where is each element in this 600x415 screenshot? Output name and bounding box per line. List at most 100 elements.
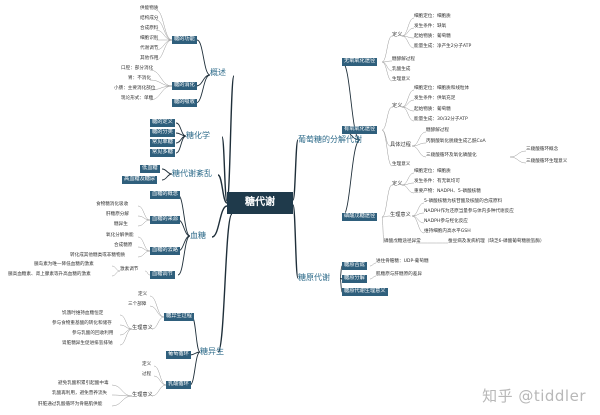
glycogen-item[interactable]: 糖原代谢生理意义 [342, 288, 388, 296]
overview-digestion-item: 现论形式：单糖 [121, 96, 154, 101]
connector-line [411, 215, 425, 234]
aerobic-process: 糖酵解过程 [426, 128, 449, 133]
aerobic-item: 生理意义 [392, 162, 411, 167]
gng-significance: 生理意义 [132, 325, 153, 331]
branch-chemistry[interactable]: 糖化学 [186, 131, 210, 140]
aerobic-process: 三羧酸循环及氧化磷酸化 [426, 153, 477, 158]
glycogen-item[interactable]: 糖原合成 [342, 262, 367, 270]
pentose-item: 生理意义 [390, 212, 411, 218]
connector-line [155, 39, 173, 51]
connector-line [195, 74, 211, 104]
connector-line [411, 145, 427, 158]
connector-line [292, 204, 299, 279]
anaerobic-item: 生理意义 [392, 77, 411, 82]
connector-line [401, 182, 415, 186]
aerobic-def: 细胞定位：细胞质和线粒体 [414, 86, 470, 91]
connector-line [175, 135, 187, 154]
overview-function-item: 细胞识别 [140, 36, 159, 41]
watermark: 知乎 @tiddler [482, 387, 586, 405]
connector-line [155, 39, 173, 61]
anaerobic-def: 能量生成：净产生2分子ATP [414, 44, 472, 49]
connector-line [151, 316, 165, 330]
branch-glycogen[interactable]: 糖原代谢 [298, 273, 330, 282]
connector-line [149, 295, 165, 318]
blood-sugar-fate[interactable]: 血糖的去路 [150, 247, 180, 255]
anaerobic-def: 细胞定位：细胞质 [414, 14, 451, 19]
gng-significance-item: 参与乳酸的回收利用 [72, 331, 114, 336]
pentose-def: 细胞定位：细胞质 [414, 169, 451, 174]
connector-line [155, 9, 173, 41]
connector-line [149, 69, 173, 87]
overview-function[interactable]: 糖的功能 [172, 36, 197, 44]
gng-amino-cycle[interactable]: 葡萄循环 [166, 351, 191, 359]
chemistry-item[interactable]: 常见单糖 [150, 139, 175, 147]
branch-disorders[interactable]: 糖代谢紊乱 [172, 169, 212, 178]
chemistry-item[interactable]: 糖的定义 [150, 119, 175, 127]
center-node[interactable]: 糖代谢 [227, 192, 293, 214]
aerobic-process: 丙酮酸氧化脱羧生成乙酰CoA [426, 139, 486, 144]
tca-item: 三羧酸循环概念 [526, 147, 559, 152]
connector-line [381, 106, 393, 131]
connector-line [119, 328, 133, 346]
connector-line [111, 384, 133, 397]
connector-line [401, 17, 415, 37]
gng-lactate-significance: 生理意义 [132, 392, 153, 398]
connector-line [401, 106, 415, 122]
anaerobic-path[interactable]: 无氧氧化途径 [342, 58, 378, 66]
pentose-path[interactable]: 磷酸戊糖途径 [342, 213, 378, 221]
connector-line [155, 19, 173, 41]
connector-line [221, 136, 228, 202]
connector-line [381, 61, 393, 82]
branch-glucose-decomposition[interactable]: 葡萄糖的分解代谢 [298, 135, 362, 144]
connector-line [509, 150, 527, 158]
branch-blood-sugar[interactable]: 血糖 [190, 231, 206, 240]
connector-line [119, 314, 133, 330]
tca-item: 三羧酸循环生理意义 [526, 159, 568, 164]
connector-line [217, 174, 228, 204]
blood-sugar-regulation[interactable]: 血糖调节 [150, 271, 175, 279]
connector-line [144, 270, 151, 276]
disorder-item[interactable]: 低血糖 [140, 165, 160, 173]
overview-digestion[interactable]: 糖的消化 [172, 82, 197, 90]
gng-lactate-item: 定义 [142, 362, 152, 367]
glycogen-detail: 进住骨骼糖：UDP-葡萄糖 [376, 259, 429, 264]
connector-line [381, 216, 385, 244]
connector-line [339, 277, 343, 293]
chemistry-item[interactable]: 糖的分类 [150, 129, 175, 137]
branch-gluconeogenesis[interactable]: 糖异生 [200, 347, 224, 356]
connector-line [401, 27, 415, 37]
aerobic-path[interactable]: 有氧氧化途径 [342, 126, 378, 134]
connector-line [401, 184, 415, 194]
blood-sugar-fate-item: 合成糖原 [114, 243, 133, 248]
blood-sugar-concept[interactable]: 血糖的概念 [150, 191, 180, 199]
overview-function-item: 结构成分 [140, 16, 159, 21]
gng-process[interactable]: 糖异生过程 [164, 313, 194, 321]
connector-line [369, 275, 377, 280]
branch-overview[interactable]: 概述 [210, 68, 226, 77]
connector-line [411, 212, 425, 217]
connector-line [111, 265, 121, 272]
connector-line [381, 184, 393, 218]
anaerobic-def: 发生条件：缺氧 [414, 24, 447, 29]
connector-line [149, 79, 173, 87]
overview-digestion-item: 小肠：主要消化部位 [114, 86, 156, 91]
connector-line [189, 351, 201, 356]
disorder-item[interactable]: 高血糖及糖尿 [122, 176, 158, 184]
connector-line [137, 250, 151, 258]
connector-line [369, 262, 377, 267]
pentose-abnormal: 蚕豆病及发病机理（缺乏6-磷酸葡萄糖脱氢酶） [448, 239, 545, 244]
gng-lactate-cycle[interactable]: 乳酸循环 [166, 381, 191, 389]
gng-process-item: 定义 [138, 292, 148, 297]
glycogen-item[interactable]: 糖原分解 [342, 275, 367, 283]
chemistry-item[interactable]: 常见多糖 [150, 149, 175, 157]
blood-sugar-regulation-side: 激素调节 [120, 267, 139, 272]
connector-line [119, 324, 133, 330]
blood-sugar-source-item: 食物糖消化吸收 [96, 202, 129, 207]
overview-absorption[interactable]: 糖的吸收 [172, 99, 197, 107]
blood-sugar-source[interactable]: 血糖的来源 [150, 216, 180, 224]
aerobic-def: 起始物质：葡萄糖 [414, 107, 451, 112]
connector-line [177, 235, 191, 276]
connector-line [151, 384, 167, 397]
pentose-significance: NADPH参与羟化反应 [424, 219, 468, 224]
